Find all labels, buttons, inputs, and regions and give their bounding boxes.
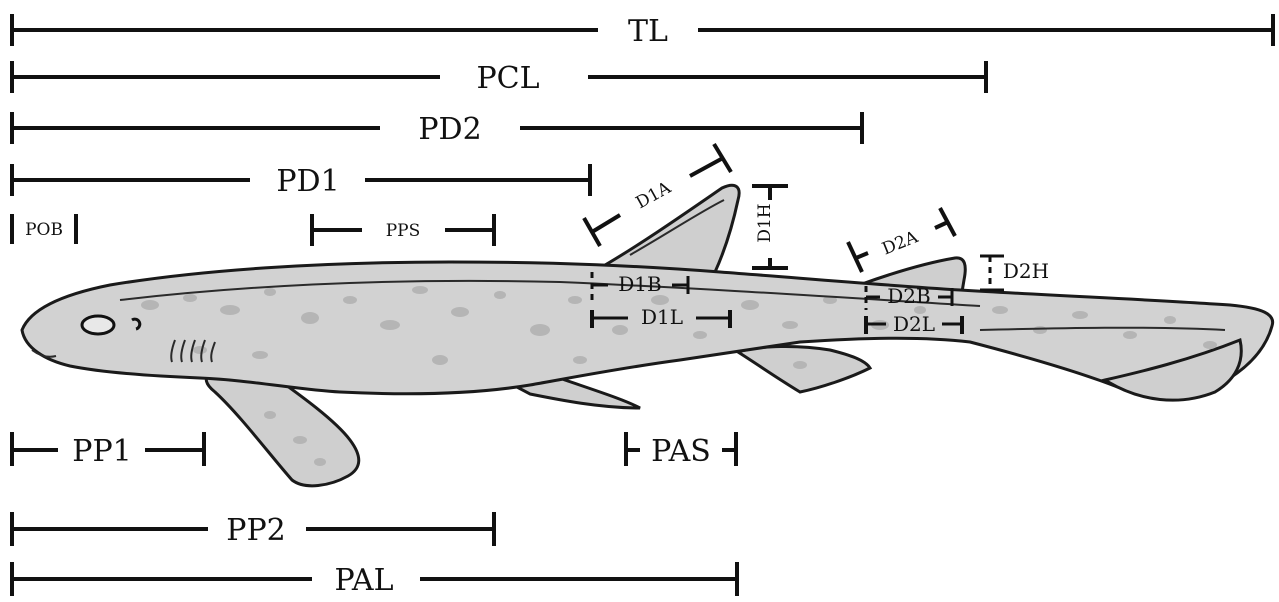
label-D1B: D1B — [618, 272, 661, 296]
measure-PD1: PD1 — [12, 164, 590, 199]
label-PP1: PP1 — [72, 434, 131, 469]
measure-PPS: PPS — [312, 214, 494, 246]
label-PP2: PP2 — [226, 513, 285, 548]
anal-fin — [738, 346, 870, 392]
label-PAS: PAS — [651, 434, 711, 469]
label-PAL: PAL — [334, 563, 393, 598]
measure-PAS: PAS — [626, 432, 736, 469]
measure-D2H: D2H — [980, 256, 1049, 290]
measure-PP2: PP2 — [12, 512, 494, 548]
label-D1H: D1H — [755, 203, 775, 242]
label-D2A: D2A — [879, 227, 921, 260]
label-TL: TL — [628, 14, 668, 49]
label-D2B: D2B — [887, 284, 930, 308]
measure-PP1: PP1 — [12, 432, 204, 469]
label-PD1: PD1 — [276, 164, 339, 199]
first-dorsal-fin — [600, 185, 739, 272]
shark-illustration — [22, 185, 1273, 485]
measure-POB: POB — [12, 214, 76, 244]
measure-PCL: PCL — [12, 61, 986, 96]
measure-PD2: PD2 — [12, 112, 862, 147]
measure-TL: TL — [12, 14, 1273, 49]
eye — [82, 316, 114, 334]
measure-D1H: D1H — [752, 186, 788, 268]
label-POB: POB — [25, 220, 63, 240]
label-D2H: D2H — [1003, 259, 1049, 283]
label-D1A: D1A — [633, 178, 675, 214]
label-D2L: D2L — [893, 312, 935, 336]
measure-PAL: PAL — [12, 562, 737, 598]
label-PPS: PPS — [386, 221, 421, 241]
label-PCL: PCL — [476, 61, 539, 96]
label-PD2: PD2 — [418, 112, 481, 147]
label-D1L: D1L — [641, 305, 683, 329]
